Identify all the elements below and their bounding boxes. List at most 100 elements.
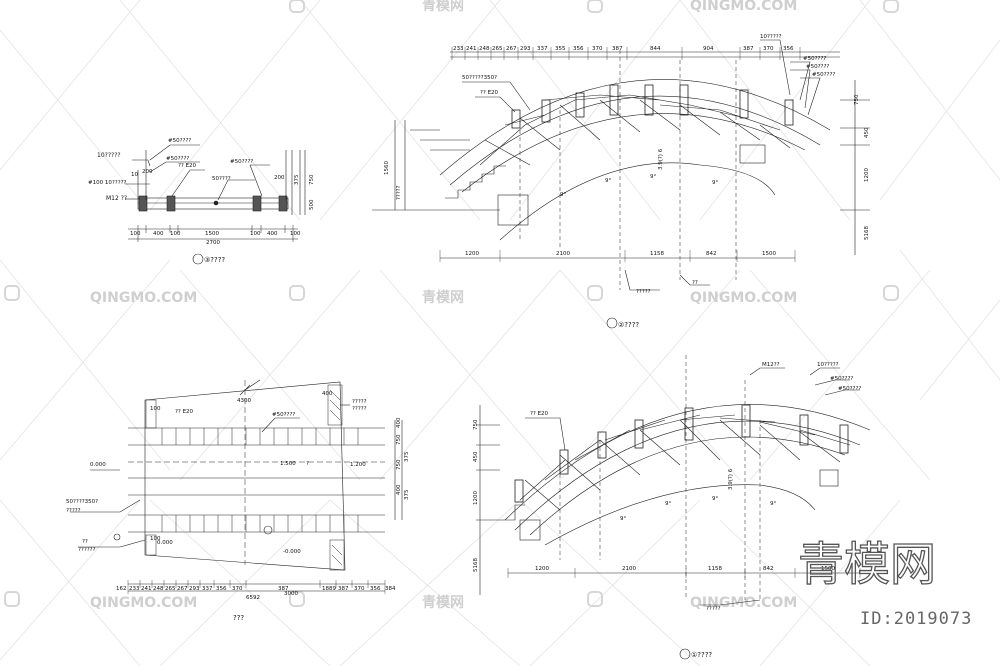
svg-text:233: 233 xyxy=(129,586,140,592)
svg-text:500: 500 xyxy=(309,199,315,210)
svg-text:9°: 9° xyxy=(665,501,671,507)
svg-text:100: 100 xyxy=(130,231,141,237)
svg-text:750: 750 xyxy=(854,94,860,105)
section-2-text: 233 241 248 265 267 293 337 355 356 370 … xyxy=(384,34,870,329)
svg-text:375: 375 xyxy=(404,489,410,500)
svg-text:100: 100 xyxy=(250,231,261,237)
section-3-caption: ③???? xyxy=(204,256,225,264)
svg-text:?????: ????? xyxy=(66,508,81,514)
svg-text:337: 337 xyxy=(202,586,213,592)
svg-text:356: 356 xyxy=(783,46,794,52)
svg-text:1560: 1560 xyxy=(384,161,390,175)
svg-text:9°: 9° xyxy=(650,174,656,180)
svg-text:5168: 5168 xyxy=(473,558,479,572)
svg-text:4300: 4300 xyxy=(237,398,251,404)
svg-text:200: 200 xyxy=(274,175,285,181)
svg-text:#50????: #50???? xyxy=(803,56,826,62)
svg-text:450: 450 xyxy=(864,127,870,138)
watermark-text: QINGMO.COM xyxy=(90,595,197,611)
watermark-text: QINGMO.COM xyxy=(690,290,797,306)
svg-text:370: 370 xyxy=(354,586,365,592)
svg-text:233: 233 xyxy=(453,46,464,52)
svg-text:842: 842 xyxy=(706,251,717,257)
svg-text:356: 356 xyxy=(573,46,584,52)
svg-text:?? Ε20: ?? Ε20 xyxy=(480,90,499,96)
svg-text:1158: 1158 xyxy=(650,251,664,257)
svg-text:355: 355 xyxy=(555,46,566,52)
svg-text:#50????: #50???? xyxy=(806,64,829,70)
svg-text:384: 384 xyxy=(385,586,396,592)
watermark-icons xyxy=(4,0,899,607)
svg-text:6592: 6592 xyxy=(246,595,260,601)
svg-text:400: 400 xyxy=(267,231,278,237)
svg-text:1500: 1500 xyxy=(762,251,776,257)
svg-text:400: 400 xyxy=(396,417,402,428)
svg-text:#50????: #50???? xyxy=(168,138,191,144)
svg-text:1.500: 1.500 xyxy=(280,461,296,467)
svg-text:??: ?? xyxy=(692,280,698,286)
svg-text:9°: 9° xyxy=(620,516,626,522)
svg-text:50????350?: 50????350? xyxy=(66,499,98,505)
svg-text:10?????: 10????? xyxy=(760,34,782,40)
svg-text:?? Ε20: ?? Ε20 xyxy=(175,409,194,415)
svg-text:5168: 5168 xyxy=(864,226,870,240)
svg-text:?? Ε20: ?? Ε20 xyxy=(178,163,197,169)
section-2-caption: ②???? xyxy=(618,321,639,329)
svg-text:1200: 1200 xyxy=(535,566,549,572)
svg-text:50????: 50???? xyxy=(212,176,231,182)
svg-text:844: 844 xyxy=(650,46,661,52)
elevation-1-caption: ①???? xyxy=(691,651,712,659)
svg-text:293: 293 xyxy=(189,586,200,592)
svg-text:400: 400 xyxy=(153,231,164,237)
watermark-cn: 青模网 xyxy=(422,0,464,14)
svg-text:375: 375 xyxy=(404,451,410,462)
watermark-text: QINGMO.COM xyxy=(690,0,797,14)
svg-text:3.9(?) 6: 3.9(?) 6 xyxy=(728,468,734,490)
svg-text:50?????350?: 50?????350? xyxy=(462,75,497,81)
svg-text:1200: 1200 xyxy=(864,168,870,182)
svg-text:387: 387 xyxy=(612,46,623,52)
svg-text:?????: ????? xyxy=(396,185,402,200)
svg-text:293: 293 xyxy=(520,46,531,52)
svg-text:9°: 9° xyxy=(712,180,718,186)
svg-text:-0.000: -0.000 xyxy=(283,549,301,555)
svg-text:370: 370 xyxy=(232,586,243,592)
svg-text:842: 842 xyxy=(763,566,774,572)
svg-text:267: 267 xyxy=(506,46,517,52)
section-3-text: #50???? #50???? 10????? ?? Ε20 #50???? #… xyxy=(88,138,315,264)
svg-text:#50????: #50???? xyxy=(272,412,295,418)
svg-text:750: 750 xyxy=(396,459,402,470)
svg-text:100: 100 xyxy=(150,536,161,542)
svg-text:2100: 2100 xyxy=(556,251,570,257)
svg-text:248: 248 xyxy=(153,586,164,592)
svg-text:2700: 2700 xyxy=(206,240,220,246)
svg-text:356: 356 xyxy=(370,586,381,592)
svg-text:750: 750 xyxy=(473,419,479,430)
svg-text:10?????: 10????? xyxy=(817,362,839,368)
svg-text:M12 ??: M12 ?? xyxy=(106,195,127,202)
watermark-cn: 青模网 xyxy=(422,289,464,306)
svg-text:200: 200 xyxy=(142,169,153,175)
svg-text:9°: 9° xyxy=(770,501,776,507)
svg-text:375: 375 xyxy=(294,174,300,185)
svg-text:#100 10?????: #100 10????? xyxy=(88,180,127,186)
svg-text:1889: 1889 xyxy=(322,586,336,592)
svg-text:#50????: #50???? xyxy=(230,159,253,165)
svg-text:387: 387 xyxy=(278,586,289,592)
svg-text:??????: ?????? xyxy=(78,547,96,553)
svg-text:265: 265 xyxy=(165,586,176,592)
svg-text:M12??: M12?? xyxy=(762,362,780,368)
svg-text:?: ? xyxy=(306,461,309,467)
svg-text:400: 400 xyxy=(396,484,402,495)
svg-text:450: 450 xyxy=(473,451,479,462)
svg-text:267: 267 xyxy=(177,586,188,592)
svg-text:162: 162 xyxy=(116,586,127,592)
watermark-id: ID:2019073 xyxy=(860,609,972,629)
elevation-1-view xyxy=(476,355,871,660)
svg-text:9°: 9° xyxy=(712,496,718,502)
watermark-text: QINGMO.COM xyxy=(90,290,197,306)
svg-text:750: 750 xyxy=(396,434,402,445)
svg-text:387: 387 xyxy=(743,46,754,52)
plan-view xyxy=(70,379,403,594)
